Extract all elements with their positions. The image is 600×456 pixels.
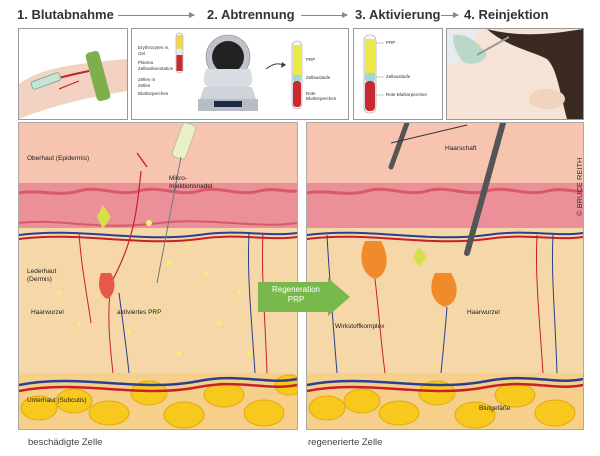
label-oberhaut: Oberhaut (Epidermis)	[27, 155, 90, 162]
label-haarwurzel-left: Haarwurzel	[31, 309, 64, 316]
panel3-label-prp: PRP	[386, 40, 396, 45]
label-wirkstoffkomplex: Wirkstoffkomplex	[335, 323, 385, 330]
panel2-label-4: Zellsedimentation	[138, 66, 174, 71]
panel2-label-3: Plasma	[138, 60, 154, 65]
label-activated-prp: aktiviertes PRP	[117, 309, 162, 316]
panel2-label-5: Zellen m	[138, 77, 156, 82]
panel2-tube-label-rbc: Rote Blutkörperchen	[306, 91, 337, 101]
damaged-cell-diagram: Oberhaut (Epidermis) Mikro-Injektionsnad…	[18, 122, 298, 430]
panel2-label-1: Erythrozyten m.	[138, 45, 170, 50]
copyright-notice: © BRUCE REITH	[575, 157, 584, 216]
label-blutgefaesse: Blutgefäße	[479, 405, 511, 412]
panel2-tube-label-prp: PRP	[306, 57, 316, 62]
panel2-label-7: Blutkörperchen	[138, 91, 169, 96]
step-arrow-2	[301, 12, 348, 18]
panel2-label-2: Gel	[138, 51, 146, 56]
scalp-injection-illustration	[447, 29, 583, 119]
regeneration-line-1: Regeneration	[271, 285, 321, 294]
label-unterhaut: Unterhaut (Subcutis)	[27, 397, 87, 404]
regenerated-cell-diagram: Haarschaft Wirkstoffkomplex Haarwurzel B…	[306, 122, 584, 430]
step-arrow-3	[441, 12, 459, 18]
step-2-title: 2. Abtrennung	[207, 7, 295, 22]
caption-damaged-cell: beschädigte Zelle	[28, 437, 103, 448]
label-injection-needle: Mikro-Injektionsnadel	[169, 175, 213, 190]
step-4-title: 4. Reinjektion	[464, 7, 549, 22]
blood-draw-panel	[18, 28, 128, 120]
regeneration-label: Regeneration PRP	[260, 285, 332, 305]
caption-regenerated-cell: regenerierte Zelle	[308, 437, 383, 448]
step-3-title: 3. Aktivierung	[355, 7, 441, 22]
regeneration-arrow	[258, 278, 350, 316]
prp-tube-illustration	[363, 34, 384, 114]
activation-panel: PRP Zellausläufe Rote Blutkörperchen	[353, 28, 443, 120]
panel3-label-rbc: Rote Blutkörperchen	[386, 92, 428, 97]
reinjection-panel	[446, 28, 584, 120]
regeneration-line-2: PRP	[287, 295, 305, 304]
label-lederhaut: Lederhaut (Dermis)	[27, 268, 57, 283]
skin-cross-section-damaged	[19, 123, 297, 429]
panel3-label-cells: Zellausläufe	[386, 74, 411, 79]
step-arrow-1	[118, 12, 195, 18]
step-1-title: 1. Blutabnahme	[17, 7, 114, 22]
panel2-label-6: Zellen	[138, 83, 151, 88]
label-haarwurzel-right: Haarwurzel	[467, 309, 500, 316]
centrifuge-illustration	[175, 32, 303, 111]
panel2-tube-label-cells: Zellausläufe	[306, 75, 331, 80]
skin-cross-section-regenerated	[307, 123, 583, 429]
label-haarschaft: Haarschaft	[445, 145, 477, 152]
blood-draw-illustration	[19, 29, 127, 119]
separation-panel: Erythrozyten m. Gel Plasma Zellsedimenta…	[131, 28, 349, 120]
